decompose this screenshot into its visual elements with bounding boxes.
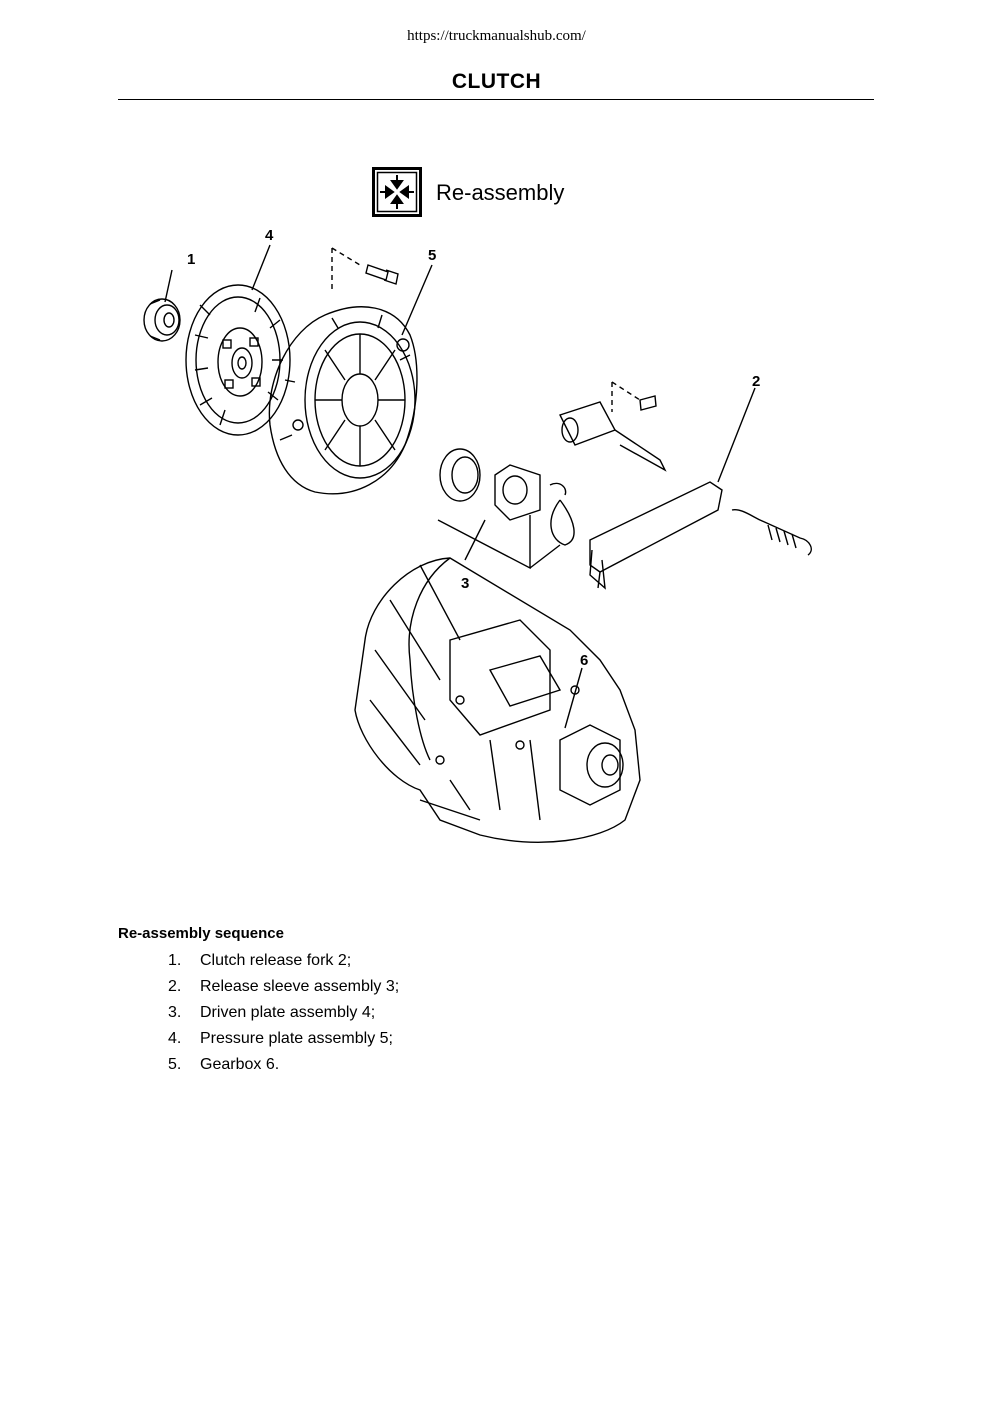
clutch-exploded-diagram: 1 2 3 4 5 6 [143, 227, 812, 843]
sequence-heading: Re-assembly sequence [118, 925, 284, 942]
pressure-plate-illustration [268, 306, 418, 495]
callout-2: 2 [752, 373, 760, 390]
list-item: 3.Driven plate assembly 4; [168, 1004, 376, 1021]
callout-1: 1 [187, 251, 195, 268]
callout-3: 3 [461, 575, 469, 592]
callout-5-leader [401, 264, 433, 336]
driven-plate-illustration [185, 284, 291, 436]
callout-4: 4 [265, 227, 274, 244]
list-item: 4.Pressure plate assembly 5; [168, 1030, 393, 1047]
callout-2-leader [717, 387, 756, 483]
list-item: 2.Release sleeve assembly 3; [168, 978, 400, 995]
callout-6: 6 [580, 652, 588, 669]
callout-4-leader [251, 244, 271, 291]
page-title: CLUTCH [451, 70, 542, 93]
section-title: Re-assembly [436, 180, 565, 205]
list-item: 5.Gearbox 6. [168, 1056, 280, 1073]
reassembly-arrows-icon [372, 167, 422, 217]
callout-5: 5 [428, 247, 436, 264]
source-url: https://truckmanualshub.com/ [407, 28, 586, 44]
pressure-plate-bolt-illustration [331, 247, 399, 290]
gearbox-illustration [354, 557, 641, 843]
callout-6-leader [564, 667, 583, 729]
release-sleeve-illustration [437, 448, 575, 570]
list-item: 1.Clutch release fork 2; [168, 952, 352, 969]
callout-1-leader [164, 269, 173, 303]
release-fork-illustration [589, 481, 812, 590]
header-divider [118, 99, 874, 100]
slave-cylinder-illustration [559, 381, 667, 472]
sequence-list: 1.Clutch release fork 2; 2.Release sleev… [168, 951, 399, 1081]
pilot-bearing-illustration [143, 298, 181, 342]
